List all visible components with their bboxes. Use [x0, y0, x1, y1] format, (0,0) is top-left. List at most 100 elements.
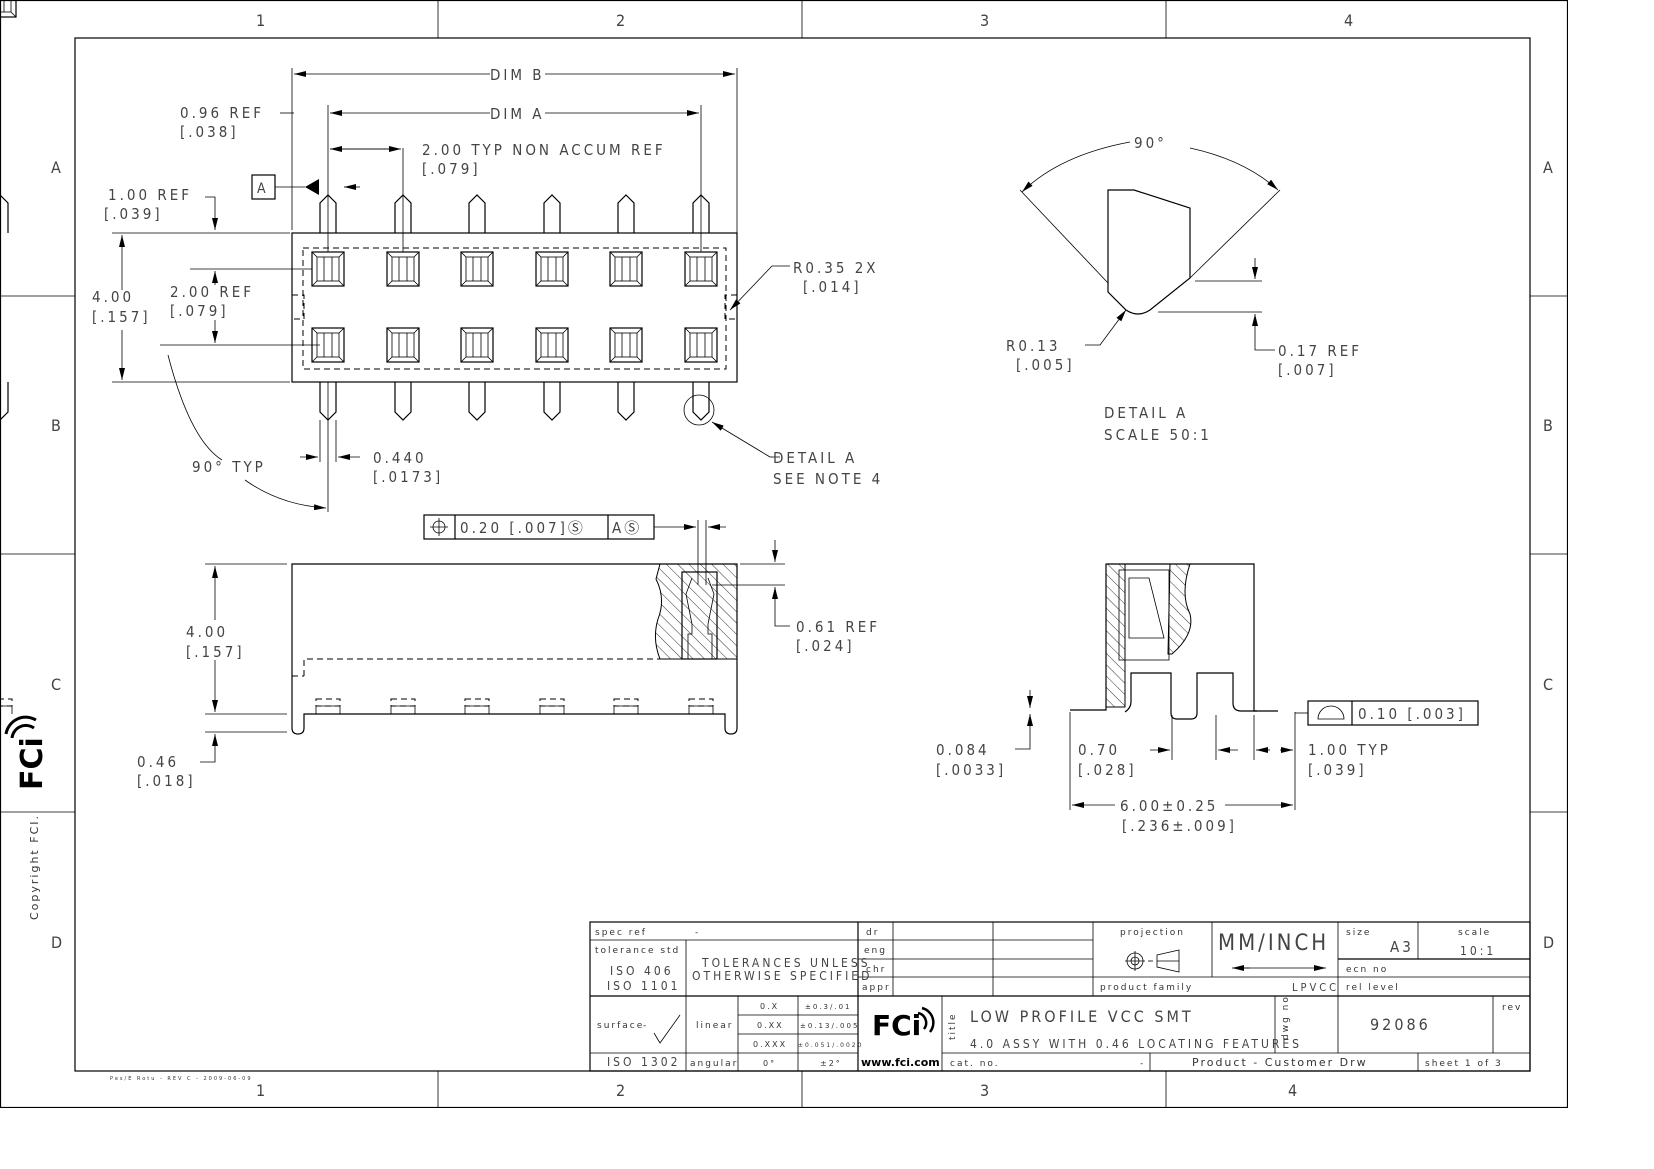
- fci-logo: FCi: [872, 1006, 935, 1042]
- svg-text:SEE NOTE 4: SEE NOTE 4: [773, 470, 883, 488]
- svg-text:dr: dr: [866, 928, 879, 938]
- svg-text:1: 1: [256, 11, 268, 30]
- svg-text:spec ref: spec ref: [595, 928, 647, 938]
- svg-text:[.024]: [.024]: [796, 637, 855, 655]
- svg-text:D: D: [51, 933, 65, 952]
- svg-text:linear: linear: [696, 1021, 733, 1031]
- svg-text:-: -: [695, 928, 700, 938]
- svg-text:DETAIL A: DETAIL A: [773, 449, 857, 467]
- svg-text:projection: projection: [1120, 928, 1185, 938]
- svg-text:TOLERANCES UNLESS: TOLERANCES UNLESS: [701, 956, 871, 970]
- position-tolerance-frame: 0.20 [.007]Ⓢ AⓈ: [423, 514, 655, 540]
- svg-text:[.236±.009]: [.236±.009]: [1122, 817, 1237, 835]
- svg-text:A: A: [1543, 158, 1556, 177]
- svg-text:chr: chr: [866, 965, 886, 975]
- svg-text:4: 4: [1288, 1081, 1300, 1100]
- svg-text:[.014]: [.014]: [803, 278, 862, 296]
- svg-text:±0.3/.01: ±0.3/.01: [805, 1003, 852, 1011]
- svg-text:2.00 REF: 2.00 REF: [170, 283, 254, 301]
- svg-text:cat. no.: cat. no.: [950, 1059, 1000, 1069]
- svg-text:SCALE 50:1: SCALE 50:1: [1104, 426, 1212, 444]
- svg-text:10:1: 10:1: [1460, 944, 1496, 958]
- svg-text:3: 3: [980, 11, 992, 30]
- svg-text:0.17 REF: 0.17 REF: [1278, 342, 1362, 360]
- svg-text:1: 1: [256, 1081, 268, 1100]
- svg-text:[.005]: [.005]: [1016, 356, 1075, 374]
- svg-text:0.XX: 0.XX: [757, 1021, 784, 1030]
- svg-text:0.084: 0.084: [936, 741, 990, 759]
- svg-text:A: A: [51, 158, 64, 177]
- svg-text:MM/INCH: MM/INCH: [1218, 931, 1329, 956]
- svg-text:0.96 REF: 0.96 REF: [180, 104, 264, 122]
- front-view: 0.20 [.007]Ⓢ AⓈ: [0, 514, 738, 735]
- svg-text:D: D: [1543, 933, 1557, 952]
- svg-text:2: 2: [616, 11, 628, 30]
- detail-a-view: 90° 0.17 REF [.007] R0.13 [.005] DETAIL …: [1006, 134, 1362, 444]
- svg-text:B: B: [51, 416, 64, 435]
- projection-icon: [1125, 949, 1180, 973]
- svg-text:[.079]: [.079]: [170, 302, 229, 320]
- svg-text:DIM B: DIM B: [490, 66, 545, 84]
- svg-text:6.00±0.25: 6.00±0.25: [1120, 797, 1218, 815]
- svg-text:±0.051/.0020: ±0.051/.0020: [798, 1042, 863, 1049]
- svg-text:3: 3: [980, 1081, 992, 1100]
- svg-text:www.fci.com: www.fci.com: [861, 1056, 940, 1069]
- svg-text:scale: scale: [1458, 928, 1491, 938]
- svg-text:appr: appr: [862, 983, 891, 993]
- svg-text:A3: A3: [1390, 938, 1414, 956]
- drawing-sheet: 1 2 3 4 1 2 3 4 A B C D A B C D FCi Copy…: [0, 0, 1568, 1108]
- profile-icon: [1317, 705, 1345, 720]
- svg-text:92086: 92086: [1370, 1015, 1431, 1034]
- svg-text:0°: 0°: [763, 1059, 776, 1068]
- svg-text:4.0 ASSY WITH 0.46 LOCATING FE: 4.0 ASSY WITH 0.46 LOCATING FEATURES: [970, 1037, 1302, 1051]
- svg-text:ecn no: ecn no: [1346, 965, 1388, 975]
- svg-text:R0.35 2X: R0.35 2X: [793, 259, 879, 277]
- surface-finish-icon: [653, 1014, 681, 1044]
- svg-text:0.20 [.007]Ⓢ: 0.20 [.007]Ⓢ: [460, 519, 586, 537]
- svg-text:OTHERWISE SPECIFIED: OTHERWISE SPECIFIED: [692, 969, 872, 983]
- svg-text:eng: eng: [864, 946, 887, 956]
- svg-text:surface: surface: [597, 1021, 644, 1031]
- svg-text:90°: 90°: [1134, 134, 1167, 152]
- svg-text:DETAIL A: DETAIL A: [1104, 404, 1188, 422]
- svg-text:[.039]: [.039]: [104, 205, 163, 223]
- svg-text:-: -: [643, 1021, 648, 1031]
- svg-text:C: C: [51, 675, 64, 694]
- svg-text:1.00 TYP: 1.00 TYP: [1308, 741, 1391, 759]
- svg-text:[.039]: [.039]: [1308, 761, 1367, 779]
- svg-text:4: 4: [1344, 11, 1356, 30]
- svg-text:2: 2: [616, 1081, 628, 1100]
- svg-text:sheet 1 of 3: sheet 1 of 3: [1425, 1059, 1503, 1069]
- svg-text:FCi: FCi: [872, 1009, 921, 1042]
- svg-text:[.028]: [.028]: [1078, 761, 1137, 779]
- svg-text:rel level: rel level: [1346, 983, 1400, 993]
- svg-text:LPVCC: LPVCC: [1292, 981, 1339, 994]
- svg-text:ISO 1101: ISO 1101: [607, 979, 680, 993]
- svg-text:1.00 REF: 1.00 REF: [108, 186, 192, 204]
- sheet-border: [0, 0, 1568, 1108]
- footer-note: Pes/E Rotu - REV C - 2009-06-09: [110, 1076, 253, 1082]
- side-view: [1070, 563, 1278, 720]
- svg-text:±0.13/.005: ±0.13/.005: [800, 1022, 859, 1030]
- front-view-dimensions: 4.00 [.157] 0.46 [.018] 0.61 REF [.024]: [137, 540, 880, 790]
- svg-text:FCi: FCi: [15, 737, 50, 790]
- svg-text:B: B: [1543, 416, 1556, 435]
- svg-text:0.XXX: 0.XXX: [753, 1040, 787, 1049]
- svg-text:A: A: [257, 181, 269, 197]
- svg-text:90° TYP: 90° TYP: [192, 458, 266, 476]
- svg-text:0.10 [.003]: 0.10 [.003]: [1358, 705, 1466, 723]
- copyright-text: Copyright FCI.: [28, 814, 41, 920]
- svg-text:0.70: 0.70: [1078, 741, 1120, 759]
- svg-text:2.00 TYP NON ACCUM REF: 2.00 TYP NON ACCUM REF: [422, 141, 666, 159]
- svg-text:0.61 REF: 0.61 REF: [796, 618, 880, 636]
- svg-text:AⓈ: AⓈ: [612, 519, 642, 537]
- svg-text:0.46: 0.46: [137, 753, 179, 771]
- side-view-dimensions: 0.084 [.0033] 0.70 [.028] 1.00 TYP [.039…: [936, 690, 1479, 835]
- top-view-dimensions: DIM B DIM A 0.96 REF [.038] 2.00 TYP NON…: [92, 66, 883, 512]
- contact-cavities: [0, 0, 17, 18]
- svg-text:DIM A: DIM A: [490, 105, 545, 123]
- svg-text:[.0173]: [.0173]: [373, 468, 443, 486]
- svg-text:Product - Customer Drw: Product - Customer Drw: [1192, 1056, 1368, 1069]
- svg-text:±2°: ±2°: [820, 1059, 842, 1068]
- svg-text:rev: rev: [1502, 1003, 1522, 1013]
